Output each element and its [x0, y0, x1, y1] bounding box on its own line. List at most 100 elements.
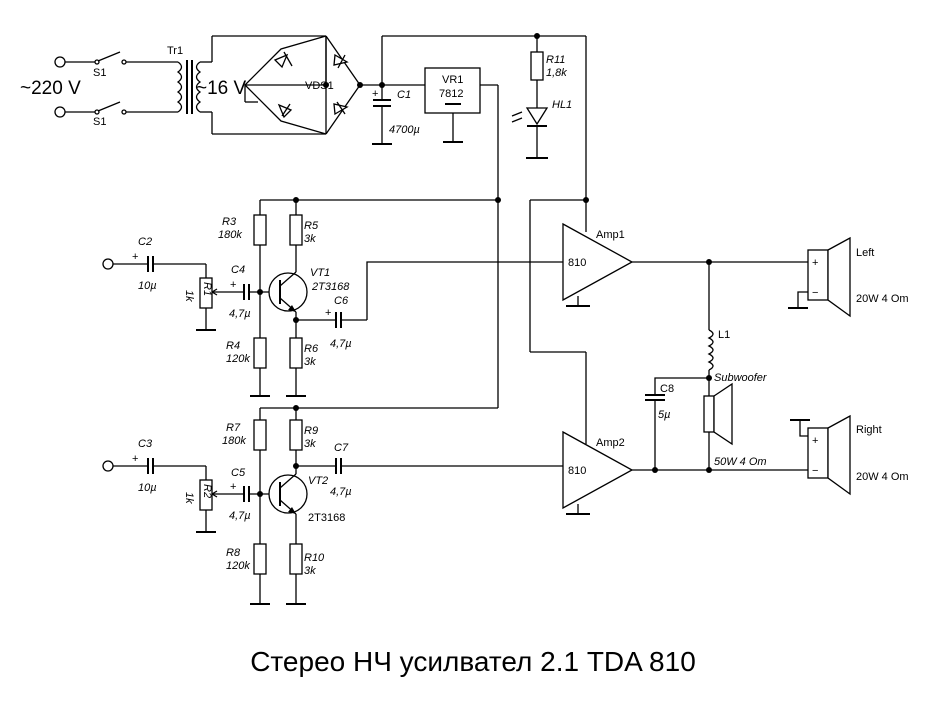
- r6-value: 3k: [304, 356, 316, 368]
- c4-plus: +: [230, 279, 236, 291]
- resistor-r3: [253, 214, 267, 246]
- c5-plus: +: [230, 481, 236, 493]
- vt2-label: VT2: [308, 475, 328, 487]
- capacitor-c1: + C1 4700µ: [360, 35, 586, 145]
- amp1-chip: 810: [568, 257, 586, 269]
- c3-plus: +: [132, 453, 138, 465]
- r11-label: R11: [546, 54, 565, 66]
- c2-plus: +: [132, 251, 138, 263]
- c6-value: 4,7µ: [330, 338, 352, 350]
- r11-value: 1,8k: [546, 67, 567, 79]
- r8-label: R8: [226, 547, 241, 559]
- amp2-label: Amp2: [596, 437, 625, 449]
- c4-value: 4,7µ: [229, 308, 251, 320]
- c1-plus: +: [372, 88, 378, 100]
- left-minus: −: [812, 287, 818, 299]
- r9-label: R9: [304, 425, 318, 437]
- c2-value: 10µ: [138, 280, 157, 292]
- r5-value: 3k: [304, 233, 316, 245]
- c3-value: 10µ: [138, 482, 157, 494]
- r7-label: R7: [226, 422, 241, 434]
- inductor-l1: [707, 329, 714, 371]
- amplifier-amp2: 810 Amp2: [562, 430, 634, 515]
- amp2-chip: 810: [568, 465, 586, 477]
- left-speaker-rating: 20W 4 Om: [856, 293, 909, 305]
- amp1-label: Amp1: [596, 229, 625, 241]
- c5-label: C5: [231, 467, 246, 479]
- regulator-vr1: VR1 7812: [424, 67, 501, 408]
- right-speaker: + − Right 20W 4 Om: [790, 414, 909, 496]
- c5-value: 4,7µ: [229, 510, 251, 522]
- switch-bottom-label: S1: [93, 116, 106, 128]
- c2-label: C2: [138, 236, 152, 248]
- input-jack-right: [102, 460, 114, 472]
- circuit-schematic: S1 S1 ~220 V Tr1 ~16 V VDS1: [20, 33, 909, 605]
- left-speaker: + − Left 20W 4 Om: [788, 236, 909, 318]
- transistor-vt1: [268, 272, 308, 312]
- r3-label: R3: [222, 216, 237, 228]
- mains-terminal-bottom: [54, 106, 66, 118]
- resistor-r11: [530, 51, 544, 81]
- resistor-r6: [289, 337, 303, 369]
- input-jack-left: [102, 258, 114, 270]
- c4-label: C4: [231, 264, 245, 276]
- schematic-title: Стерео НЧ усилвател 2.1 TDA 810: [250, 646, 696, 677]
- transistor-vt2: [268, 474, 308, 514]
- r7-value: 180k: [222, 435, 246, 447]
- subwoofer-rating: 50W 4 Om: [714, 456, 767, 468]
- c7-label: C7: [334, 442, 349, 454]
- right-speaker-rating: 20W 4 Om: [856, 471, 909, 483]
- right-minus: −: [812, 465, 818, 477]
- vt1-type: 2T3168: [311, 281, 350, 293]
- switch-s1-bottom: [94, 101, 127, 115]
- r5-label: R5: [304, 220, 319, 232]
- output-network: L1 Subwoofer C8 5µ 50W 4 Om: [632, 259, 808, 473]
- r1-label: R1: [201, 282, 213, 296]
- c1-value: 4700µ: [389, 124, 420, 136]
- power-led-branch: R11 1,8k HL1: [511, 33, 572, 159]
- r9-value: 3k: [304, 438, 316, 450]
- bridge-rectifier-vds1: VDS1: [244, 35, 363, 135]
- mains-voltage-label: ~220 V: [20, 78, 81, 99]
- l1-label: L1: [718, 329, 730, 341]
- resistor-r4: [253, 337, 267, 369]
- c6-plus: +: [325, 307, 331, 319]
- amplifier-amp1: 810 Amp1: [562, 222, 634, 307]
- right-speaker-label: Right: [856, 424, 882, 436]
- c3-label: C3: [138, 438, 153, 450]
- transformer-label: Tr1: [167, 45, 183, 57]
- r3-value: 180k: [218, 229, 242, 241]
- right-plus: +: [812, 435, 818, 447]
- bridge-label: VDS1: [305, 80, 334, 92]
- left-speaker-label: Left: [856, 247, 874, 259]
- left-plus: +: [812, 257, 818, 269]
- resistor-r8: [253, 543, 267, 575]
- regulator-value: 7812: [439, 88, 463, 100]
- hl1-label: HL1: [552, 99, 572, 111]
- vt1-label: VT1: [310, 267, 330, 279]
- c7-value: 4,7µ: [330, 486, 352, 498]
- r6-label: R6: [304, 343, 319, 355]
- resistor-r9: [289, 419, 303, 451]
- led-icon: [525, 107, 549, 126]
- transformer-tr1: Tr1 ~16 V: [167, 35, 326, 135]
- c1-label: C1: [397, 89, 411, 101]
- r4-value: 120k: [226, 353, 250, 365]
- r2-label: R2: [201, 484, 213, 498]
- subwoofer-label: Subwoofer: [714, 372, 768, 384]
- r10-label: R10: [304, 552, 325, 564]
- mains-terminal-top: [54, 56, 66, 68]
- r8-value: 120k: [226, 560, 250, 572]
- resistor-r7: [253, 419, 267, 451]
- switch-s1-top: [94, 51, 127, 65]
- r4-label: R4: [226, 340, 240, 352]
- regulator-label: VR1: [442, 74, 463, 86]
- c6-label: C6: [334, 295, 349, 307]
- c8-value: 5µ: [658, 409, 670, 421]
- resistor-r5: [289, 214, 303, 246]
- channel-2-preamp: + C3 10µ R2 1k + C5 4,7µ R7 180k R8 120k…: [102, 405, 563, 605]
- switch-top-label: S1: [93, 67, 106, 79]
- secondary-voltage-label: ~16 V: [196, 78, 247, 99]
- r10-value: 3k: [304, 565, 316, 577]
- c8-label: C8: [660, 383, 674, 395]
